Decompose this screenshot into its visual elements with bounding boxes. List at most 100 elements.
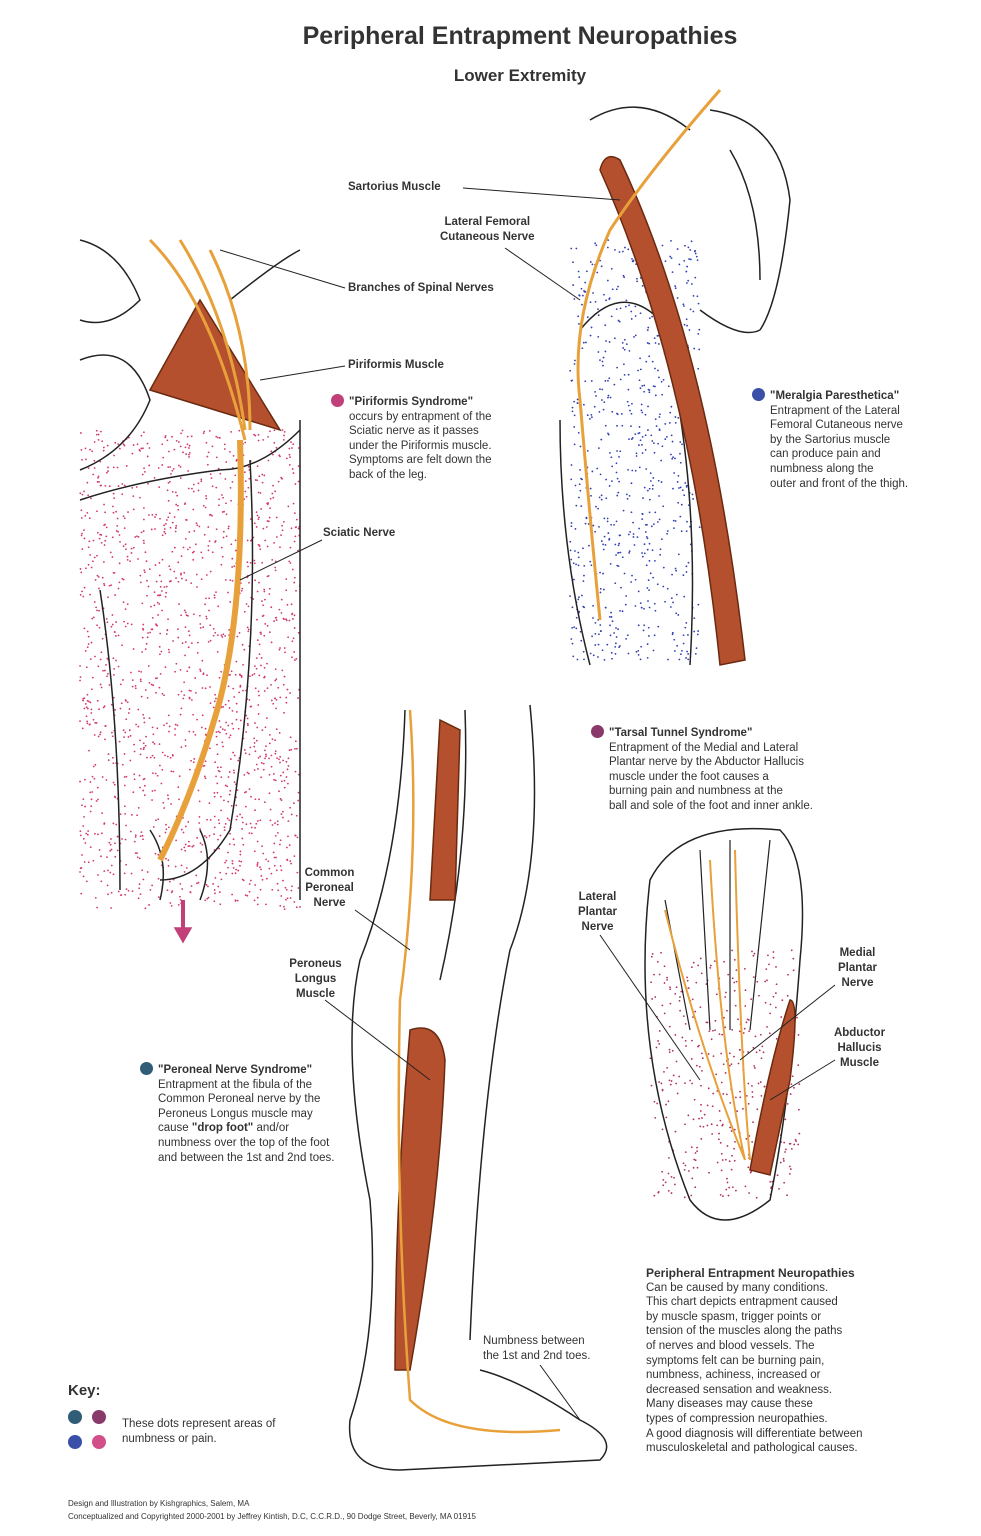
symptom-dot <box>650 434 653 437</box>
symptom-dot <box>142 878 145 881</box>
symptom-dot <box>589 487 592 490</box>
symptom-dot <box>170 803 172 805</box>
symptom-dot <box>178 798 180 801</box>
callout-tarsal-tunnel-syndrome: "Tarsal Tunnel Syndrome" Entrapment of t… <box>591 725 813 814</box>
symptom-dot <box>788 1142 791 1145</box>
symptom-dot <box>276 536 278 538</box>
symptom-dot <box>297 527 300 530</box>
symptom-dot <box>94 896 97 899</box>
symptom-dot <box>687 658 690 661</box>
symptom-dot <box>670 405 673 408</box>
symptom-dot <box>248 581 250 584</box>
symptom-dot <box>192 558 195 561</box>
symptom-dot <box>113 673 115 676</box>
symptom-dot <box>669 1083 672 1086</box>
symptom-dot <box>83 707 86 710</box>
symptom-dot <box>576 658 579 661</box>
symptom-dot <box>241 821 244 824</box>
symptom-dot <box>604 606 607 609</box>
symptom-dot <box>194 677 197 679</box>
symptom-dot <box>84 805 86 808</box>
symptom-dot <box>623 373 626 376</box>
symptom-dot <box>288 844 291 847</box>
symptom-dot <box>258 674 261 677</box>
symptom-dot <box>261 729 264 732</box>
symptom-dot <box>265 858 267 861</box>
symptom-dot <box>642 497 644 499</box>
symptom-dot <box>84 842 87 844</box>
symptom-dot <box>223 826 226 829</box>
symptom-dot <box>174 728 176 730</box>
symptom-dot <box>753 1067 756 1069</box>
symptom-dot <box>141 473 144 476</box>
symptom-dot <box>131 486 134 489</box>
symptom-dot <box>190 582 193 585</box>
symptom-dot <box>738 1030 741 1033</box>
symptom-dot <box>139 574 142 577</box>
symptom-dot <box>266 624 269 627</box>
symptom-dot <box>602 548 605 551</box>
symptom-dot <box>592 292 594 294</box>
symptom-dot <box>172 770 175 773</box>
symptom-dot <box>679 461 682 464</box>
symptom-dot <box>90 641 93 644</box>
symptom-dot <box>590 416 593 419</box>
symptom-dot <box>609 562 612 565</box>
symptom-dot <box>221 494 223 496</box>
symptom-dot <box>142 628 145 631</box>
symptom-dot <box>130 547 133 550</box>
symptom-dot <box>694 276 697 279</box>
symptom-dot <box>627 468 629 471</box>
symptom-dot <box>87 563 90 566</box>
symptom-dot <box>88 723 91 726</box>
symptom-dot <box>268 733 271 736</box>
symptom-dot <box>107 753 110 755</box>
symptom-dot <box>97 575 100 578</box>
symptom-dot <box>255 822 258 825</box>
symptom-dot <box>271 558 274 561</box>
symptom-dot <box>294 834 297 837</box>
symptom-dot <box>241 587 244 590</box>
page-subtitle: Lower Extremity <box>453 66 587 85</box>
symptom-dot <box>262 438 265 441</box>
symptom-dot <box>641 443 643 446</box>
symptom-dot <box>234 549 237 552</box>
symptom-dot <box>96 531 99 534</box>
symptom-dot <box>228 628 231 631</box>
symptom-dot <box>215 697 217 700</box>
symptom-dot <box>650 1084 653 1087</box>
symptom-dot <box>762 1051 765 1054</box>
symptom-dot <box>653 337 656 339</box>
symptom-dot <box>207 544 210 547</box>
symptom-dot <box>645 564 648 567</box>
symptom-dot <box>161 534 164 537</box>
symptom-dot <box>123 753 126 755</box>
symptom-dot <box>110 891 113 894</box>
symptom-dot <box>635 452 638 455</box>
symptom-dot <box>185 867 188 869</box>
symptom-dot <box>174 670 176 673</box>
symptom-dot <box>184 849 187 852</box>
symptom-dot <box>236 899 239 902</box>
symptom-dot <box>192 761 195 764</box>
symptom-dot <box>270 872 273 875</box>
symptom-dot <box>139 747 142 750</box>
symptom-dot <box>164 666 167 669</box>
symptom-dot <box>647 600 649 602</box>
symptom-dot <box>671 1049 674 1052</box>
symptom-dot <box>162 456 165 459</box>
symptom-dot <box>177 628 179 631</box>
symptom-dot <box>694 1186 697 1189</box>
symptom-dot <box>597 308 599 311</box>
symptom-dot <box>263 588 266 591</box>
symptom-dot <box>138 883 141 886</box>
symptom-dot <box>204 760 207 763</box>
symptom-dot <box>223 829 226 832</box>
symptom-dot <box>287 505 290 508</box>
symptom-dot <box>158 574 161 577</box>
symptom-dot <box>794 1138 797 1141</box>
symptom-dot <box>683 1196 686 1199</box>
symptom-dot <box>200 851 203 853</box>
symptom-dot <box>293 627 296 629</box>
symptom-dot <box>638 466 641 469</box>
